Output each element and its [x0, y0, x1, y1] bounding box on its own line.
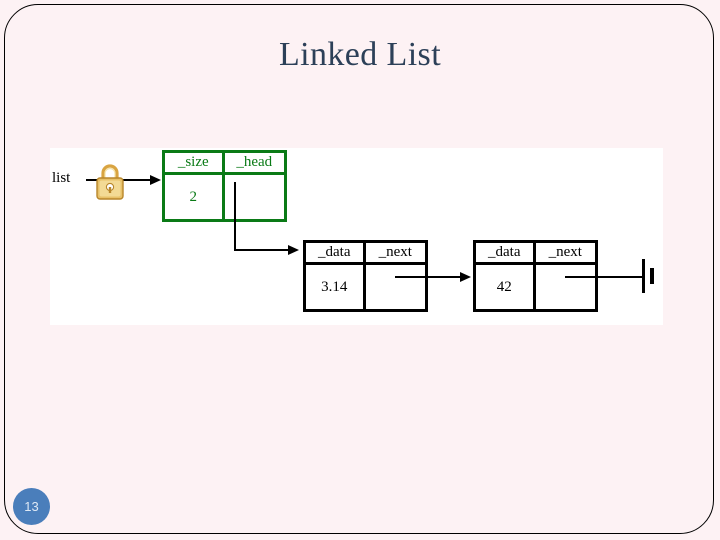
node-1-next-pointer-arrowhead [460, 272, 471, 282]
node-2-field-name-next: _next [548, 244, 582, 260]
node-2-field-name-data: _data [476, 243, 536, 262]
node-1-value-row: 3.14 [306, 265, 425, 309]
node-1-field-value-next [366, 265, 426, 309]
node-1-field-name-data: _data [306, 243, 366, 262]
field-name-size: _size [165, 153, 225, 172]
null-terminator-tick-icon [650, 268, 654, 284]
head-pointer-vertical-line [234, 182, 236, 250]
field-value-size: 2 [165, 175, 225, 219]
list-object-value-row: 2 [165, 175, 284, 219]
node-2-value-row: 42 [476, 265, 595, 309]
node-1-next-pointer-line [395, 276, 467, 278]
field-name-head: _head [236, 154, 273, 170]
list-object-box: _size _head 2 [162, 150, 287, 222]
page-title: Linked List [278, 36, 442, 73]
node-2-field-value-data: 42 [476, 265, 536, 309]
node-2-field-value-next [536, 265, 596, 309]
list-object-header-row: _size _head [165, 153, 284, 175]
head-pointer-horizontal-line [234, 249, 290, 251]
node-2-next-pointer-line [565, 276, 643, 278]
node-2-header-row: _data _next [476, 243, 595, 265]
list-variable-label: list [52, 170, 71, 186]
node-1-header-row: _data _next [306, 243, 425, 265]
linked-list-diagram: list _size _head 2 [50, 148, 663, 325]
list-to-object-arrowhead [150, 175, 161, 185]
node-1-field-name-next: _next [378, 244, 412, 260]
padlock-icon [92, 162, 128, 202]
page-number-badge: 13 [13, 488, 50, 525]
node-1-field-value-data: 3.14 [306, 265, 366, 309]
null-terminator-icon [642, 259, 645, 293]
head-pointer-arrowhead [288, 245, 299, 255]
